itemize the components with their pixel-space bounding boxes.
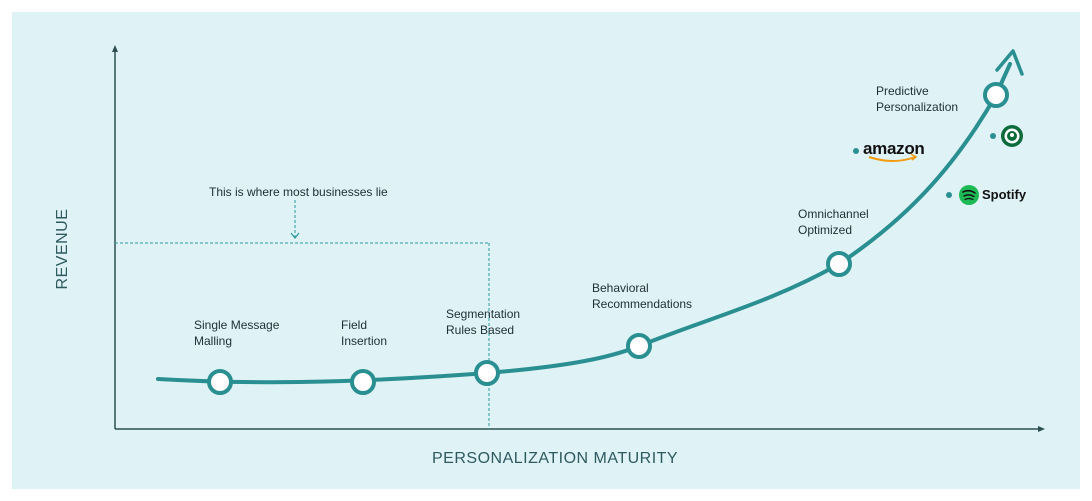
- amazon-bullet: [853, 148, 859, 154]
- stage-marker-behavioral: [626, 333, 652, 359]
- x-axis-arrowhead: [1038, 426, 1045, 432]
- spotify-logo-text: Spotify: [982, 187, 1027, 202]
- stage-label-predictive: Predictive Personalization: [876, 84, 959, 114]
- stage-marker-omnichannel: [826, 251, 852, 277]
- y-axis-arrowhead: [112, 45, 118, 52]
- stage-label-segmentation: Segmentation Rules Based: [446, 307, 521, 337]
- x-axis-title: PERSONALIZATION MATURITY: [432, 450, 679, 467]
- annotation-arrow-head: [290, 232, 300, 239]
- starbucks-bullet: [990, 133, 996, 139]
- amazon-logo-text: amazon: [863, 139, 925, 158]
- amazon-smile-icon: [868, 156, 916, 162]
- curve-arrowhead: [995, 49, 1024, 76]
- stage-label-behavioral: Behavioral Recommendations: [592, 281, 693, 311]
- stage-label-field-insertion: Field Insertion: [341, 318, 388, 348]
- diagram-graphics: [112, 45, 1045, 432]
- stage-marker-predictive: [983, 82, 1009, 108]
- stage-label-omnichannel: Omnichannel Optimized: [798, 207, 869, 237]
- annotation-text: This is where most businesses lie: [209, 185, 388, 199]
- y-axis-title: REVENUE: [54, 208, 71, 290]
- stage-marker-segmentation: [474, 360, 500, 386]
- spotify-bullet: [946, 192, 952, 198]
- diagram-canvas: PERSONALIZATION MATURITY REVENUE This is…: [12, 12, 1080, 489]
- stage-marker-single-message: [207, 369, 233, 395]
- starbucks-logo: [1001, 125, 1023, 147]
- stage-label-single-message: Single Message Malling: [194, 318, 280, 348]
- amazon-smile-arrow-icon: [910, 153, 918, 161]
- stage-marker-field-insertion: [350, 369, 376, 395]
- spotify-logo-icon: [959, 185, 979, 205]
